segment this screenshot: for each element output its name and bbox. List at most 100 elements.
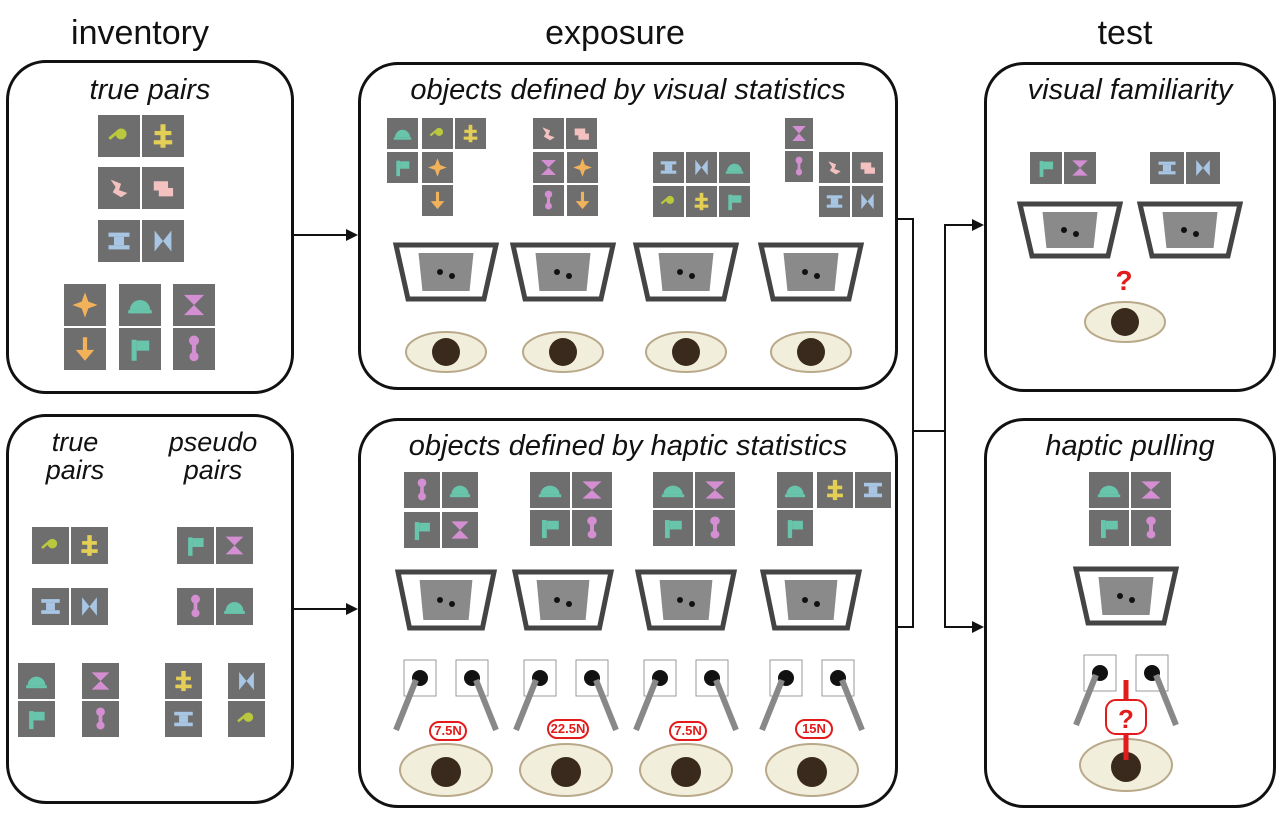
shape-tile	[686, 152, 717, 183]
hourglass-icon	[582, 481, 602, 499]
test-haptic-title: haptic pulling	[1045, 430, 1215, 462]
bowtie-icon	[1196, 160, 1210, 176]
shape-tile	[177, 588, 214, 625]
bowtie-icon	[154, 230, 172, 252]
arrow-down-icon	[75, 337, 95, 361]
shape-tile	[119, 284, 161, 326]
dumbbell-icon	[587, 516, 597, 539]
i-beam-icon	[108, 232, 130, 250]
shape-tile	[785, 118, 813, 149]
shape-tile	[98, 167, 140, 209]
dome-icon	[538, 485, 562, 498]
shape-tile	[1131, 510, 1171, 546]
flag-icon	[131, 339, 150, 361]
dumbbell-icon	[544, 190, 553, 210]
connector-exp-top	[898, 218, 912, 220]
zigzag-icon	[153, 181, 174, 197]
bowtie-icon	[695, 159, 708, 176]
force-label: 7.5N	[669, 721, 707, 741]
lollipop-icon	[108, 128, 127, 140]
shape-tile	[18, 663, 55, 699]
star-icon	[72, 292, 98, 318]
shape-tile	[71, 588, 108, 625]
shape-tile	[82, 663, 119, 699]
shape-tile	[64, 284, 106, 326]
connector-exp-bottom	[898, 626, 912, 628]
dumbbell-icon	[1146, 516, 1156, 539]
shape-tile	[228, 701, 265, 737]
shape-tile	[387, 152, 418, 183]
test-visual-panel	[984, 62, 1276, 392]
hourglass-icon	[1141, 481, 1161, 499]
shape-tile	[98, 220, 140, 262]
arrow-down-icon	[575, 191, 590, 210]
shape-tile	[533, 152, 564, 183]
shape-tile	[819, 186, 850, 217]
shape-tile	[64, 328, 106, 370]
i-beam-icon	[174, 711, 193, 727]
hourglass-icon	[541, 160, 556, 175]
connector-inv-bottom	[294, 608, 346, 610]
swirl-icon	[110, 179, 128, 198]
cross-icon	[81, 535, 98, 556]
lollipop-icon	[237, 712, 254, 723]
shape-tile	[1030, 152, 1062, 184]
dome-icon	[784, 485, 806, 498]
shape-tile	[533, 185, 564, 216]
shape-tile	[572, 510, 612, 546]
shape-tile	[852, 152, 883, 183]
hourglass-icon	[225, 536, 244, 555]
lollipop-icon	[660, 195, 675, 205]
shape-tile	[165, 663, 202, 699]
shape-tile	[695, 472, 735, 508]
dome-icon	[661, 485, 685, 498]
shape-tile	[530, 472, 570, 508]
dumbbell-icon	[188, 335, 200, 362]
shape-tile	[32, 588, 69, 625]
bowtie-icon	[239, 672, 254, 690]
dome-icon	[224, 602, 245, 614]
cross-icon	[153, 124, 173, 148]
shape-tile	[1150, 152, 1184, 184]
swirl-icon	[828, 161, 841, 175]
flag-icon	[1039, 160, 1054, 177]
shape-tile	[216, 527, 253, 564]
shape-tile	[142, 167, 184, 209]
shape-tile	[142, 220, 184, 262]
flag-icon	[787, 520, 803, 539]
dome-icon	[449, 485, 471, 498]
shape-tile	[1186, 152, 1220, 184]
bowtie-icon	[861, 193, 874, 210]
shape-tile	[719, 152, 750, 183]
zigzag-icon	[860, 162, 875, 174]
shape-tile	[567, 185, 598, 216]
connector-vertical-right	[944, 224, 946, 628]
column-title-test: test	[1097, 14, 1153, 52]
i-beam-icon	[826, 195, 843, 208]
shape-tile	[852, 186, 883, 217]
hourglass-icon	[705, 481, 725, 499]
dome-icon	[128, 299, 152, 314]
arrowhead-icon	[346, 229, 358, 241]
swirl-icon	[542, 127, 555, 141]
shape-tile	[530, 510, 570, 546]
connector-inv-top	[294, 234, 346, 236]
column-title-exposure: exposure	[545, 14, 685, 52]
shape-tile	[119, 328, 161, 370]
flag-icon	[542, 520, 559, 539]
hourglass-icon	[1072, 160, 1088, 176]
connector-to-test-bottom	[944, 626, 974, 628]
dumbbell-icon	[191, 594, 200, 618]
shape-tile	[173, 284, 215, 326]
zigzag-icon	[574, 128, 589, 140]
exposure-haptic-title: objects defined by haptic statistics	[408, 430, 848, 462]
shape-tile	[98, 115, 140, 157]
star-icon	[428, 158, 447, 177]
shape-tile	[216, 588, 253, 625]
shape-tile	[695, 510, 735, 546]
connector-vertical-mid	[912, 218, 914, 628]
flag-icon	[1101, 520, 1118, 539]
